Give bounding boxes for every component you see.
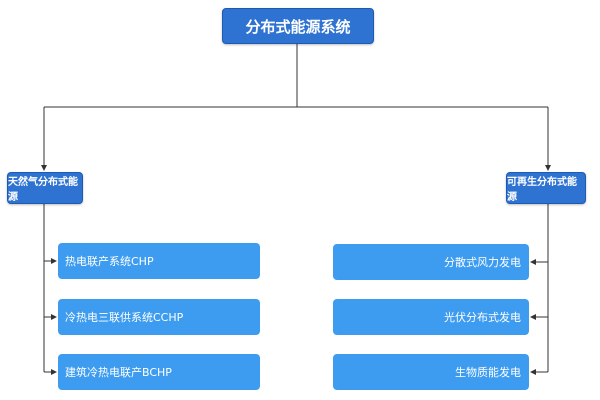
leaf-node-biomass: 生物质能发电 (333, 354, 529, 390)
root-node-title: 分布式能源系统 (222, 8, 374, 44)
leaf-node-cchp: 冷热电三联供系统CCHP (58, 299, 260, 335)
leaf-node-solar: 光伏分布式发电 (333, 299, 529, 335)
leaf-node-wind: 分散式风力发电 (333, 244, 529, 280)
branch-node-renewable: 可再生分布式能源 (506, 172, 586, 204)
branch-node-natural-gas: 天然气分布式能源 (7, 172, 83, 204)
leaf-node-bchp: 建筑冷热电联产BCHP (58, 354, 260, 390)
leaf-node-chp: 热电联产系统CHP (58, 243, 260, 279)
